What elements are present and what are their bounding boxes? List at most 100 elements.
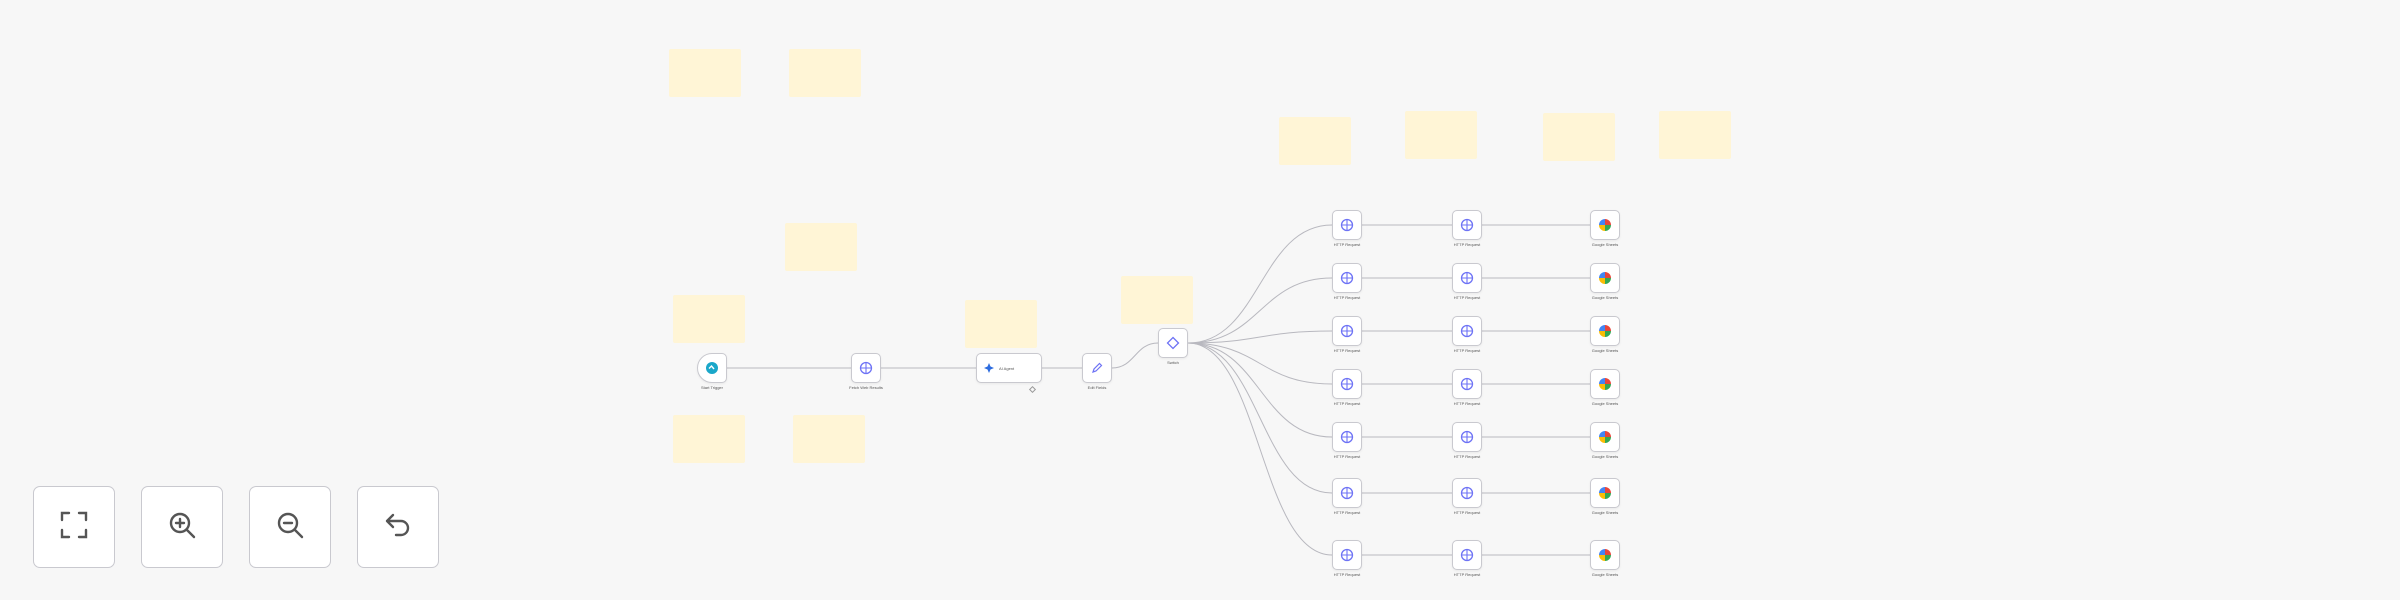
branch-node-label: Google Sheets <box>1591 348 1619 353</box>
trigger-node[interactable] <box>697 353 727 383</box>
http-request-node[interactable] <box>1332 422 1362 452</box>
branch-node-label: Google Sheets <box>1591 242 1619 247</box>
connection-line <box>1111 342 1159 369</box>
zoom-out-icon <box>275 510 305 545</box>
sticky-note[interactable] <box>673 295 745 343</box>
branch-node-label: HTTP Request <box>1333 348 1361 353</box>
google-sheets-icon <box>1598 486 1612 500</box>
google-sheets-node[interactable] <box>1590 263 1620 293</box>
branch-node-label: HTTP Request <box>1333 454 1361 459</box>
google-sheets-icon <box>1598 324 1612 338</box>
branch-node-label: Google Sheets <box>1591 454 1619 459</box>
http-icon <box>859 361 873 375</box>
http-icon <box>1460 324 1474 338</box>
branch-node-label: HTTP Request <box>1453 454 1481 459</box>
http-icon <box>1460 218 1474 232</box>
edit-fields-node-label: Edit Fields <box>1087 385 1107 390</box>
sticky-note[interactable] <box>669 49 741 97</box>
sticky-note[interactable] <box>789 49 861 97</box>
http-request-node[interactable] <box>1332 210 1362 240</box>
sticky-note[interactable] <box>1279 117 1351 165</box>
http-request-node[interactable] <box>851 353 881 383</box>
google-sheets-node[interactable] <box>1590 210 1620 240</box>
branch-node-label: HTTP Request <box>1333 572 1361 577</box>
http-icon <box>1340 271 1354 285</box>
http-request-node[interactable] <box>1452 263 1482 293</box>
http-request-node[interactable] <box>1452 540 1482 570</box>
sticky-note[interactable] <box>965 300 1037 348</box>
http-icon <box>1460 377 1474 391</box>
http-icon <box>1340 486 1354 500</box>
branch-node-label: Google Sheets <box>1591 572 1619 577</box>
branch-node-label: Google Sheets <box>1591 401 1619 406</box>
http-request-node-label: Fetch Web Results <box>849 385 883 390</box>
google-sheets-node[interactable] <box>1590 369 1620 399</box>
google-sheets-node[interactable] <box>1590 540 1620 570</box>
branch-node-label: HTTP Request <box>1453 295 1481 300</box>
google-sheets-icon <box>1598 377 1612 391</box>
switch-icon <box>1166 336 1180 350</box>
http-request-node[interactable] <box>1332 369 1362 399</box>
branch-node-label: HTTP Request <box>1453 510 1481 515</box>
sticky-note[interactable] <box>673 415 745 463</box>
http-request-node[interactable] <box>1452 478 1482 508</box>
sticky-note[interactable] <box>1659 111 1731 159</box>
edit-fields-node[interactable] <box>1082 353 1112 383</box>
google-sheets-icon <box>1598 548 1612 562</box>
ai-agent-icon <box>983 362 995 374</box>
google-sheets-icon <box>1598 430 1612 444</box>
branch-node-label: HTTP Request <box>1333 242 1361 247</box>
http-request-node[interactable] <box>1332 263 1362 293</box>
http-icon <box>1340 548 1354 562</box>
sticky-note[interactable] <box>793 415 865 463</box>
connection-line <box>1187 224 1333 344</box>
connection-line <box>1187 342 1333 556</box>
fit-view-button[interactable] <box>33 486 115 568</box>
undo-icon <box>383 510 413 545</box>
ai-agent-node-label: AI Agent <box>999 365 1015 371</box>
http-request-node[interactable] <box>1452 369 1482 399</box>
http-request-node[interactable] <box>1332 478 1362 508</box>
branch-node-label: HTTP Request <box>1453 242 1481 247</box>
zoom-in-icon <box>167 510 197 545</box>
http-icon <box>1460 430 1474 444</box>
pencil-icon <box>1090 361 1104 375</box>
connection-line <box>1187 342 1333 385</box>
google-sheets-node[interactable] <box>1590 316 1620 346</box>
branch-node-label: Google Sheets <box>1591 510 1619 515</box>
http-request-node[interactable] <box>1452 210 1482 240</box>
sticky-note[interactable] <box>1405 111 1477 159</box>
sticky-note[interactable] <box>1543 113 1615 161</box>
google-sheets-node[interactable] <box>1590 478 1620 508</box>
sticky-note[interactable] <box>785 223 857 271</box>
google-sheets-icon <box>1598 218 1612 232</box>
http-request-node[interactable] <box>1452 316 1482 346</box>
http-icon <box>1340 218 1354 232</box>
branch-node-label: HTTP Request <box>1333 510 1361 515</box>
google-sheets-node[interactable] <box>1590 422 1620 452</box>
google-sheets-icon <box>1598 271 1612 285</box>
fit-view-icon <box>59 510 89 545</box>
switch-node-label: Switch <box>1167 360 1179 365</box>
branch-node-label: HTTP Request <box>1333 401 1361 406</box>
zoom-out-button[interactable] <box>249 486 331 568</box>
trigger-icon <box>705 361 719 375</box>
http-icon <box>1460 486 1474 500</box>
switch-node[interactable] <box>1158 328 1188 358</box>
trigger-node-label: Start Trigger <box>700 385 723 390</box>
sticky-note[interactable] <box>1121 276 1193 324</box>
zoom-in-button[interactable] <box>141 486 223 568</box>
connection-line <box>1187 342 1333 494</box>
http-icon <box>1340 377 1354 391</box>
http-request-node[interactable] <box>1332 316 1362 346</box>
http-request-node[interactable] <box>1332 540 1362 570</box>
http-icon <box>1460 271 1474 285</box>
connection-line <box>1187 342 1333 438</box>
ai-agent-node[interactable]: AI Agent <box>976 353 1042 383</box>
http-icon <box>1340 324 1354 338</box>
http-request-node[interactable] <box>1452 422 1482 452</box>
undo-button[interactable] <box>357 486 439 568</box>
connection-line <box>1187 330 1333 344</box>
